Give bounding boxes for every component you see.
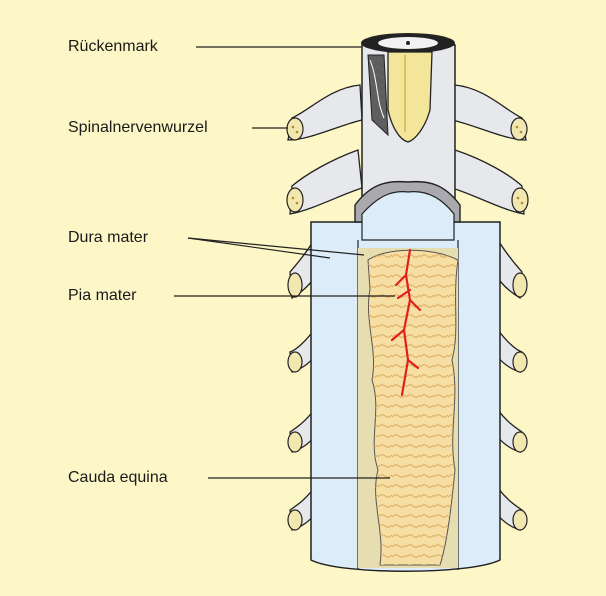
label-pia-mater: Pia mater: [68, 287, 137, 304]
label-rueckenmark: Rückenmark: [68, 38, 158, 55]
label-dura-mater: Dura mater: [68, 229, 149, 246]
label-spinalnervenwurzel: Spinalnervenwurzel: [68, 119, 208, 136]
nerve-roots-right: [451, 84, 527, 531]
label-cauda-equina: Cauda equina: [68, 469, 168, 486]
leader-lines: [174, 46, 395, 479]
root-ends: [286, 117, 529, 531]
blood-vessels: [390, 248, 422, 397]
conus-medullaris: [387, 51, 433, 143]
nerve-roots-left: [287, 84, 363, 531]
